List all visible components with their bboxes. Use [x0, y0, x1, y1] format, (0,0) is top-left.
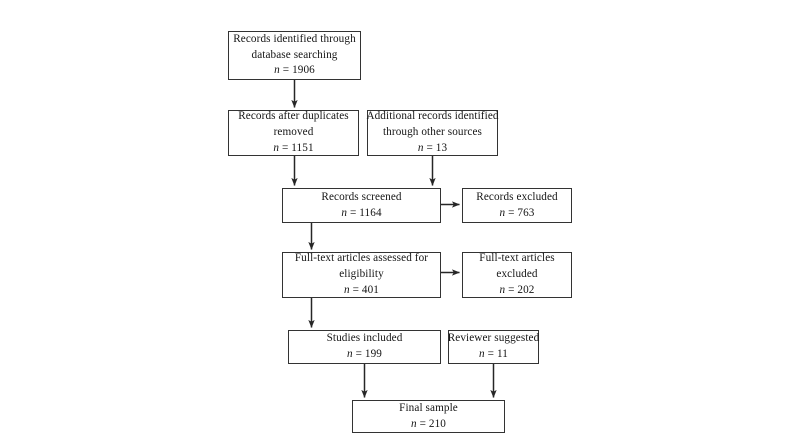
count-value: 1151	[291, 141, 314, 154]
node-records-excluded: Records excluded n = 763	[462, 188, 572, 223]
node-line: Records screened	[321, 190, 402, 203]
node-count: n = 11	[479, 347, 508, 363]
node-line: eligibility	[339, 268, 384, 281]
node-count: n = 763	[499, 206, 534, 222]
node-line: Additional records identified	[366, 110, 499, 123]
count-value: 763	[517, 206, 535, 219]
n-symbol: n	[273, 141, 280, 154]
node-count: n = 202	[499, 283, 534, 299]
node-records-identified: Records identified through database sear…	[228, 31, 361, 80]
count-value: 1906	[292, 64, 315, 77]
node-line: database searching	[251, 48, 338, 61]
node-line: through other sources	[382, 126, 483, 139]
node-line: Studies included	[326, 332, 403, 345]
equals-symbol: =	[349, 206, 357, 219]
count-value: 210	[428, 417, 447, 430]
node-line: Full-text articles assessed for	[294, 252, 429, 265]
equals-symbol: =	[419, 417, 427, 430]
node-records-after-duplicates-removed: Records after duplicates removed n = 115…	[228, 110, 359, 156]
node-count: n = 1151	[273, 141, 313, 157]
node-final-sample: Final sample n = 210	[352, 400, 505, 433]
node-line: Full-text articles	[479, 252, 555, 265]
equals-symbol: =	[426, 141, 433, 154]
node-records-screened: Records screened n = 1164	[282, 188, 441, 223]
node-line: Reviewer suggested	[447, 332, 540, 345]
node-line: Final sample	[399, 401, 458, 414]
node-additional-records-identified: Additional records identified through ot…	[366, 110, 499, 157]
node-count: n = 13	[418, 141, 447, 157]
n-symbol: n	[346, 348, 353, 360]
node-count: n = 199	[347, 347, 382, 363]
node-studies-included: Studies included n = 199	[288, 330, 441, 364]
equals-symbol: =	[508, 206, 515, 219]
equals-symbol: =	[487, 348, 495, 360]
node-line: Records identified through	[233, 32, 356, 45]
equals-symbol: =	[281, 141, 289, 154]
count-value: 13	[435, 141, 448, 154]
n-symbol: n	[343, 283, 350, 296]
node-count: n = 401	[344, 283, 379, 299]
node-line: Records excluded	[476, 190, 558, 203]
count-value: 202	[517, 283, 535, 296]
n-symbol: n	[341, 206, 348, 219]
n-symbol: n	[479, 348, 485, 360]
node-count: n = 1906	[274, 63, 315, 79]
count-value: 1164	[359, 206, 382, 219]
n-symbol: n	[417, 141, 424, 154]
count-value: 199	[364, 348, 383, 360]
node-line: excluded	[496, 268, 538, 281]
node-line: Records after duplicates	[238, 110, 349, 123]
n-symbol: n	[499, 206, 506, 219]
equals-symbol: =	[282, 64, 290, 77]
equals-symbol: =	[508, 283, 515, 296]
node-count: n = 1164	[341, 206, 381, 222]
equals-symbol: =	[355, 348, 363, 360]
node-reviewer-suggested: Reviewer suggested n = 11	[448, 330, 539, 364]
node-full-text-articles-assessed: Full-text articles assessed for eligibil…	[282, 252, 441, 298]
n-symbol: n	[499, 283, 506, 296]
equals-symbol: =	[352, 283, 360, 296]
node-full-text-articles-excluded: Full-text articles excluded n = 202	[462, 252, 572, 298]
count-value: 401	[361, 283, 380, 296]
node-line: removed	[273, 126, 314, 139]
n-symbol: n	[410, 417, 417, 430]
node-count: n = 210	[411, 417, 446, 433]
n-symbol: n	[274, 64, 280, 77]
count-value: 11	[496, 348, 508, 360]
